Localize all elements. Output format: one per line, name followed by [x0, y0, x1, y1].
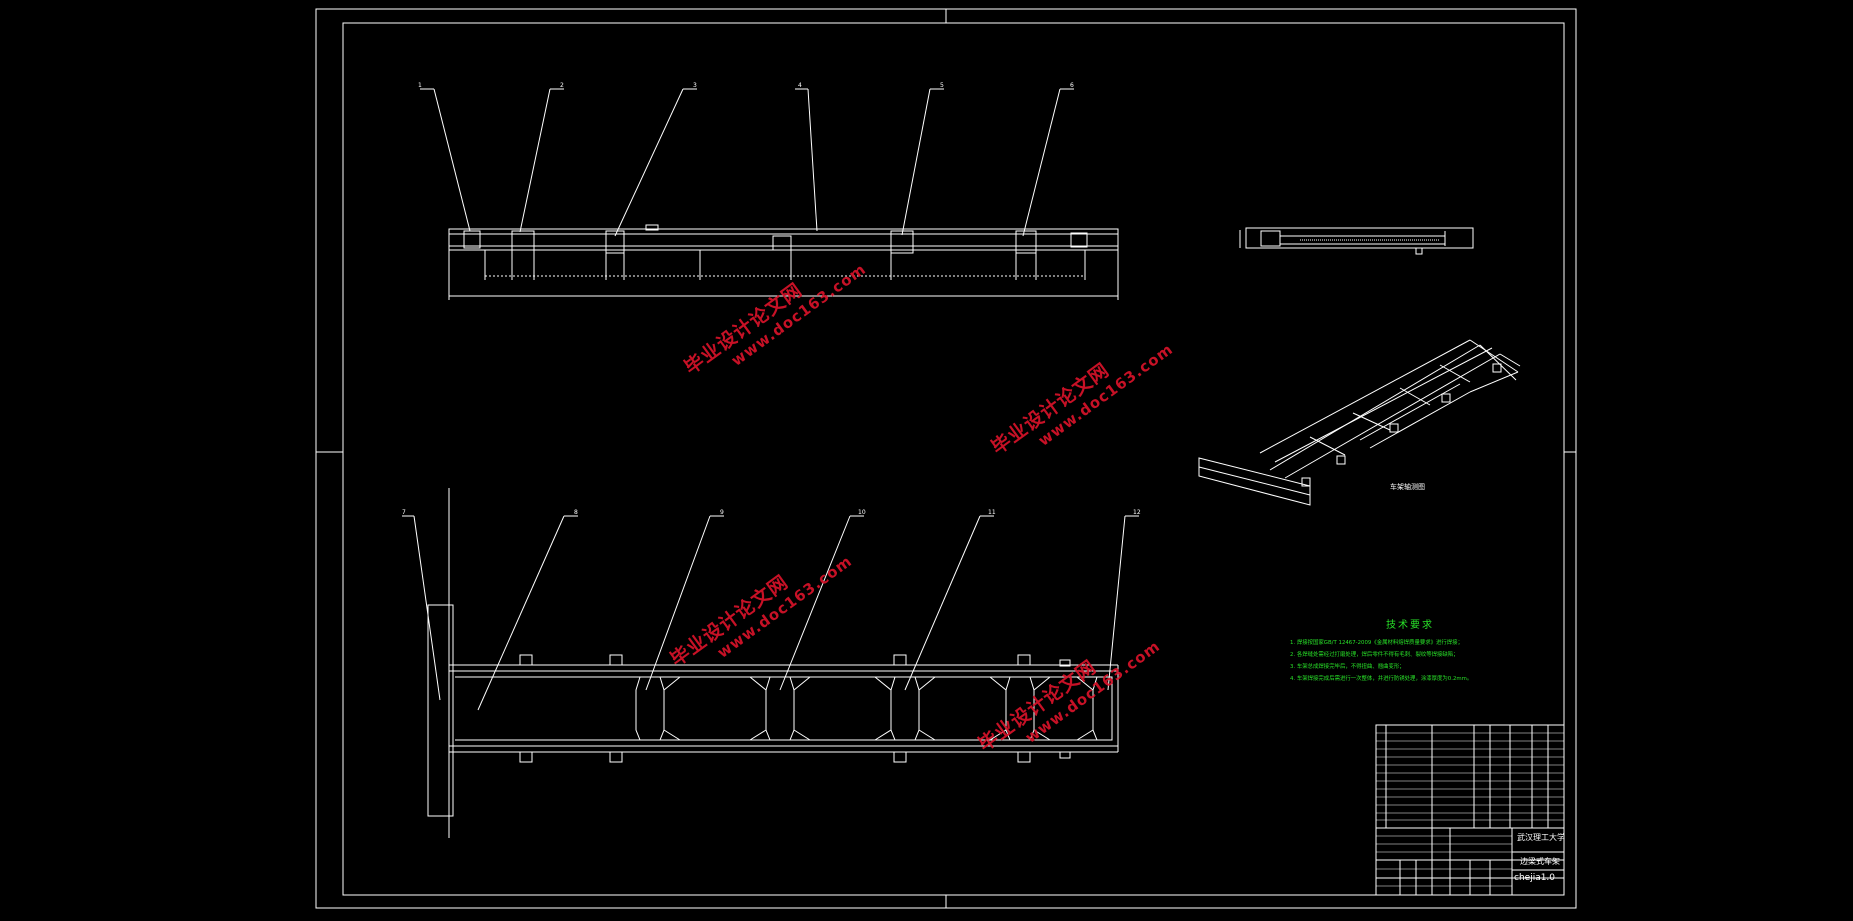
iso-view-caption: 车架轴测图: [1390, 482, 1425, 491]
requirement-item: 4. 车架焊接完成后需进行一次整体，并进行防锈处理，涂漆厚度为0.2mm。: [1290, 676, 1473, 682]
requirement-item: 2. 各焊缝处需经过打磨处理，焊后零件不得有毛刺、裂纹等焊接缺陷；: [1290, 652, 1459, 658]
isometric-view: [1198, 339, 1521, 506]
title-block-school: 武汉理工大学: [1517, 833, 1565, 842]
bottom-leader-7: 7: [402, 509, 406, 516]
end-view: [1239, 227, 1474, 255]
title-block: [1375, 724, 1565, 896]
top-leader-2: 2: [560, 82, 564, 89]
bottom-leader-9: 9: [720, 509, 724, 516]
title-block-drawing-name: 边梁式车架: [1520, 857, 1560, 866]
top-leader-4: 4: [798, 82, 802, 89]
bottom-leader-10: 10: [858, 509, 866, 516]
top-leader-6: 6: [1070, 82, 1074, 89]
bottom-leader-11: 11: [988, 509, 996, 516]
technical-requirements: 技术要求 1. 焊接按国家GB/T 12467-2009《金属材料熔焊质量要求》…: [1290, 616, 1550, 685]
bottom-leader-12: 12: [1133, 509, 1141, 516]
top-view: [420, 88, 1119, 300]
top-leader-3: 3: [693, 82, 697, 89]
requirement-item: 3. 车架总成焊接完毕后，不得扭曲、翘曲变形；: [1290, 664, 1405, 670]
technical-requirements-list: 1. 焊接按国家GB/T 12467-2009《金属材料熔焊质量要求》进行焊接；…: [1290, 637, 1550, 685]
top-leader-1: 1: [418, 82, 422, 89]
bottom-view: [402, 488, 1139, 838]
top-leader-5: 5: [940, 82, 944, 89]
bottom-leader-8: 8: [574, 509, 578, 516]
technical-requirements-title: 技术要求: [1386, 620, 1434, 631]
requirement-item: 1. 焊接按国家GB/T 12467-2009《金属材料熔焊质量要求》进行焊接；: [1290, 640, 1463, 646]
inner-frame: [342, 22, 1565, 896]
title-block-drawing-code: chejia1.0: [1514, 873, 1556, 883]
